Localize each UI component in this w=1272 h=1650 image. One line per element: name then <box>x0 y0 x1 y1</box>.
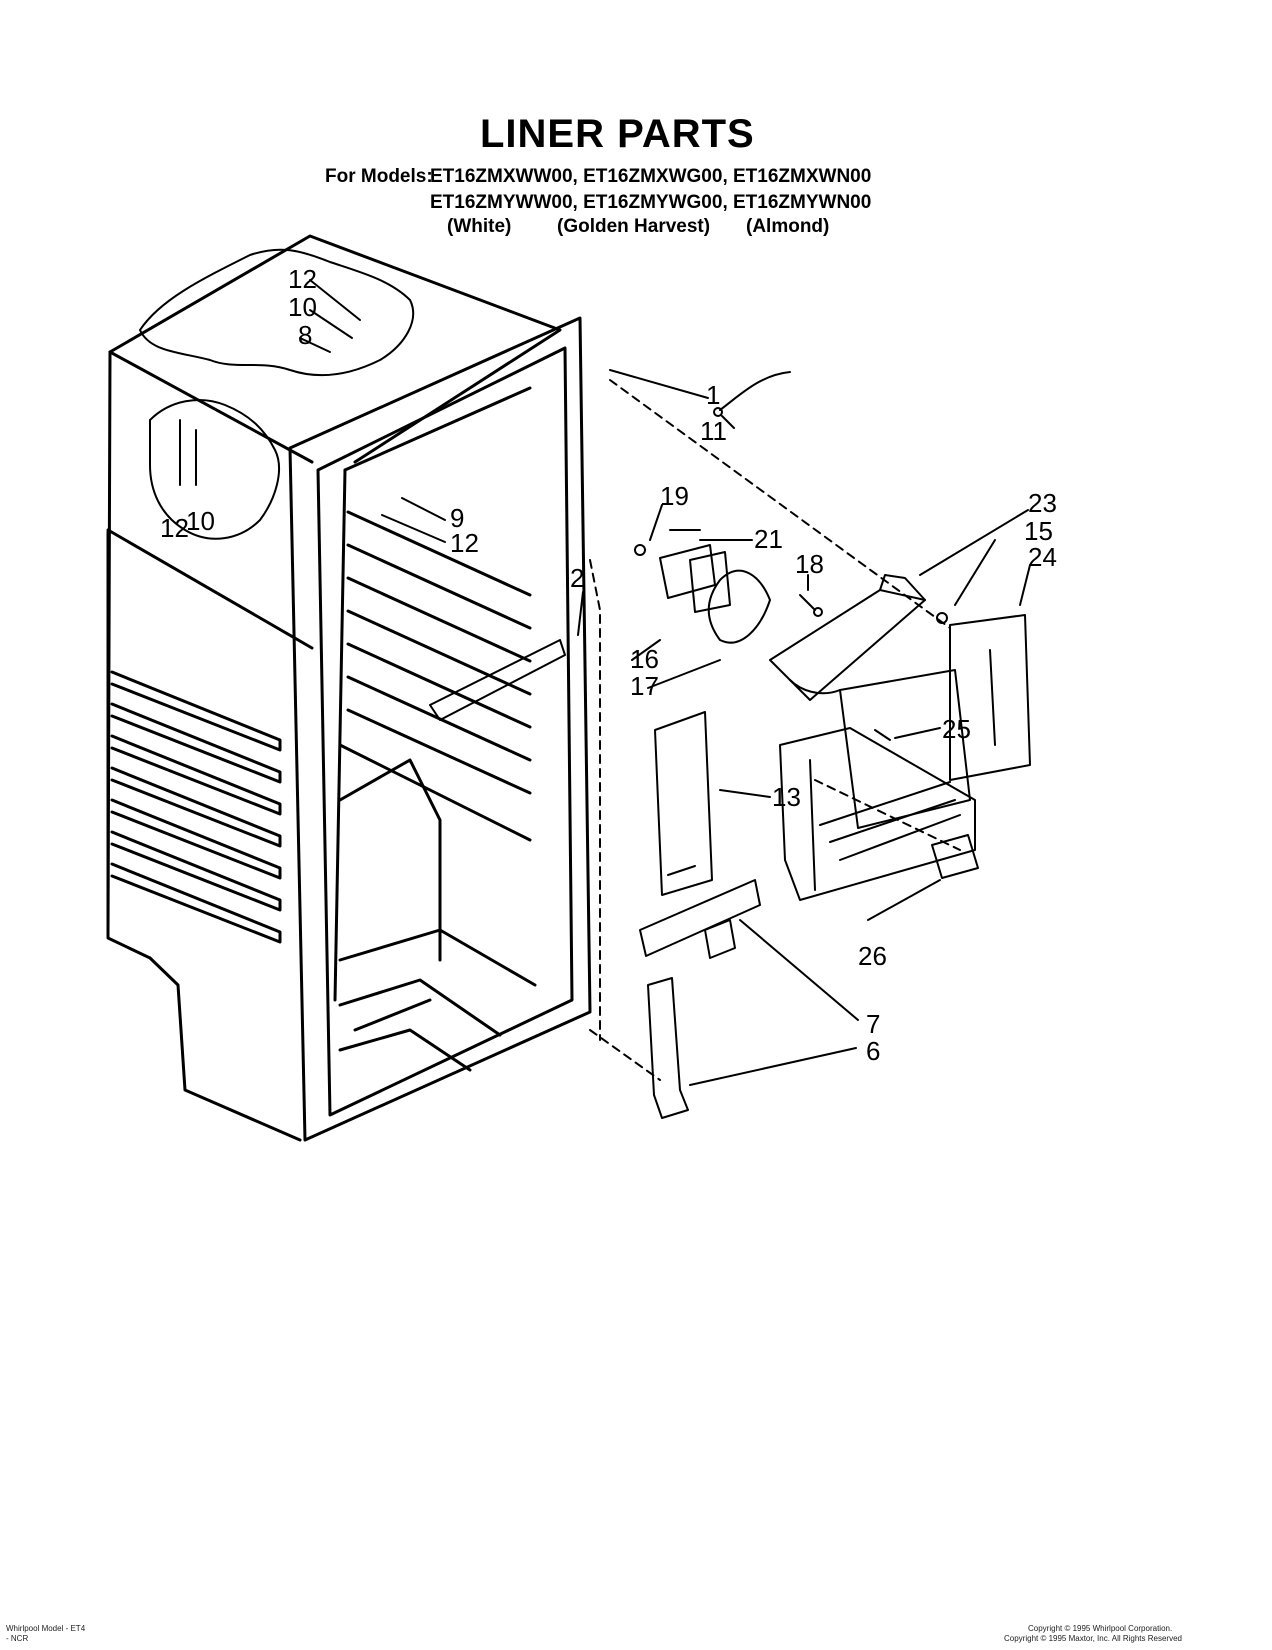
footer-copyright-2: Copyright © 1995 Maxtor, Inc. All Rights… <box>1004 1634 1182 1643</box>
callout-18: 18 <box>795 549 824 579</box>
callout-labels: 12 10 8 12 10 1 11 9 12 19 21 18 23 15 2… <box>160 264 1057 1066</box>
callout-10-top: 10 <box>288 292 317 322</box>
callout-1: 1 <box>706 380 720 410</box>
callout-11: 11 <box>700 416 727 446</box>
liner-cabinet <box>106 234 592 1142</box>
footer-model-note-2: - NCR <box>6 1634 29 1643</box>
callout-12-top: 12 <box>288 264 317 294</box>
model-list-row-1: ET16ZMXWW00, ET16ZMXWG00, ET16ZMXWN00 <box>430 166 872 187</box>
callout-6: 6 <box>866 1036 880 1066</box>
callout-13: 13 <box>772 782 801 812</box>
footer-copyright-1: Copyright © 1995 Whirlpool Corporation. <box>1028 1624 1173 1633</box>
callout-10-left: 10 <box>186 506 215 536</box>
callout-19: 19 <box>660 481 689 511</box>
callout-15: 15 <box>1024 516 1053 546</box>
color-label-golden-harvest: (Golden Harvest) <box>557 216 711 237</box>
callout-12-left: 12 <box>160 513 189 543</box>
callout-8: 8 <box>298 320 312 350</box>
color-label-white: (White) <box>447 216 512 237</box>
callout-17: 17 <box>630 671 659 701</box>
callout-25: 25 <box>942 714 971 744</box>
for-models-label: For Models: <box>325 166 433 187</box>
callout-26: 26 <box>858 941 887 971</box>
callout-24: 24 <box>1028 542 1057 572</box>
page-title: LINER PARTS <box>480 112 755 156</box>
callout-12-mid: 12 <box>450 528 479 558</box>
model-list-row-2: ET16ZMYWW00, ET16ZMYWG00, ET16ZMYWN00 <box>430 192 872 213</box>
callout-9: 9 <box>450 503 464 533</box>
callout-16: 16 <box>630 644 659 674</box>
callout-2: 2 <box>570 563 584 593</box>
callout-7: 7 <box>866 1009 880 1039</box>
color-label-almond: (Almond) <box>746 216 830 237</box>
callout-21: 21 <box>754 524 783 554</box>
footer-model-note: Whirlpool Model - ET4 <box>6 1624 86 1633</box>
callout-23: 23 <box>1028 488 1057 518</box>
